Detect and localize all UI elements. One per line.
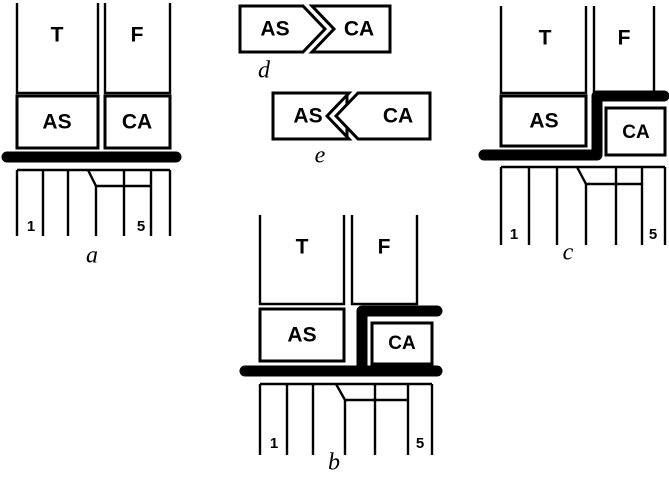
panel-b-box-T	[258, 215, 346, 306]
panel-b-caption: b	[328, 450, 340, 476]
panel-a-comb: 1 5	[15, 168, 172, 236]
panel-d-box-CA	[308, 4, 392, 54]
panel-e-box-CA	[333, 91, 432, 141]
panel-a-label-CA: CA	[122, 111, 152, 134]
panel-b-comb: 1 5	[258, 382, 434, 455]
panel-c-label-CA: CA	[622, 122, 650, 143]
panel-b-box-AS	[258, 307, 346, 363]
panel-c-caption: c	[563, 240, 574, 266]
panel-d-label-CA: CA	[344, 18, 374, 41]
panel-b-box-CA	[370, 321, 434, 366]
panel-b-label-AS: AS	[287, 324, 316, 347]
panel-c-num-5: 5	[649, 226, 657, 243]
panel-a-label-T: T	[51, 24, 64, 47]
panel-e-caption: e	[315, 143, 326, 169]
panel-b-num-5: 5	[416, 435, 424, 452]
panel-d: AS CA d	[238, 4, 392, 84]
panel-a-box-T	[15, 3, 100, 95]
panel-a-box-CA	[103, 94, 172, 150]
panel-d-box-AS	[238, 4, 328, 54]
panel-b-label-CA: CA	[388, 333, 416, 354]
panel-e-label-CA: CA	[383, 105, 413, 128]
panel-b-num-1: 1	[270, 435, 278, 452]
panel-e-label-AS: AS	[293, 105, 322, 128]
panel-c-thick-bar-stepped	[478, 90, 669, 161]
panel-c-box-CA	[604, 106, 667, 157]
panel-c-comb: 1 5	[499, 165, 667, 245]
panel-c-label-AS: AS	[529, 110, 558, 133]
panel-b: T F AS CA 1 5 b	[239, 215, 443, 476]
panel-c-num-1: 1	[510, 226, 518, 243]
panel-a-label-F: F	[131, 24, 144, 47]
panel-c-box-T	[499, 6, 588, 95]
panel-a-label-AS: AS	[42, 111, 71, 134]
panel-a-box-AS	[15, 94, 100, 150]
panel-a-num-5: 5	[137, 218, 145, 235]
panel-d-caption: d	[258, 58, 271, 84]
panel-a-caption: a	[86, 243, 98, 269]
panel-e-box-AS	[271, 91, 353, 141]
panel-b-box-F	[350, 215, 419, 306]
panel-d-label-AS: AS	[260, 18, 289, 41]
panel-b-label-F: F	[378, 236, 391, 259]
panel-c-label-F: F	[618, 27, 631, 50]
panel-b-thick-bar-upper	[356, 305, 443, 377]
panel-c-box-AS	[499, 94, 588, 148]
panel-e: AS CA e	[271, 91, 432, 169]
panel-c: T F AS CA 1 5 c	[478, 6, 669, 266]
panel-b-label-T: T	[296, 236, 309, 259]
panel-c-label-T: T	[539, 27, 552, 50]
panel-a-num-1: 1	[27, 218, 35, 235]
panel-a: T F AS CA 1 5 a	[1, 3, 182, 269]
panel-a-box-F	[103, 3, 172, 95]
